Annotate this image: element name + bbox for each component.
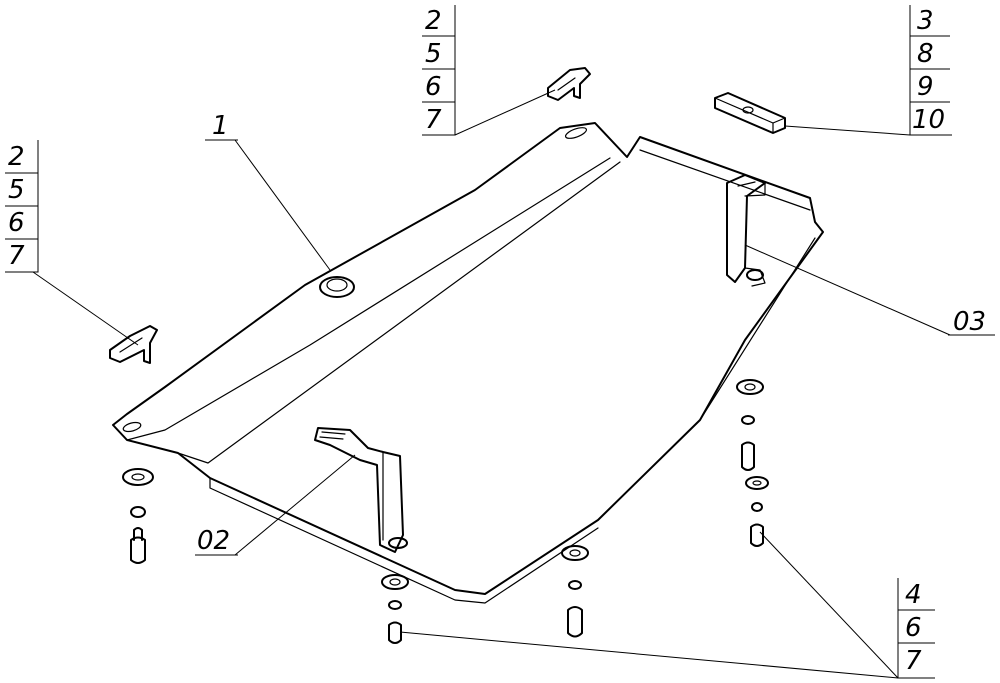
callout-top-left: 2 5 6 7	[5, 140, 39, 273]
plate-top-right	[714, 92, 786, 134]
callout-top-left-1: 5	[8, 175, 25, 205]
callout-top-right-1: 8	[917, 39, 934, 69]
part-1-label: 1	[212, 111, 229, 141]
callout-top-center-0: 2	[425, 6, 442, 36]
callout-top-right-2: 9	[917, 72, 934, 102]
bracket-02	[314, 427, 408, 553]
clip-top-center	[547, 67, 591, 101]
callout-top-left-0: 2	[8, 142, 25, 172]
callout-top-right: 3 8 9 10	[909, 5, 952, 136]
callout-part-1: 1	[205, 111, 238, 141]
callout-bottom-right-2: 7	[905, 646, 922, 676]
bracket-03	[726, 174, 766, 287]
callout-top-right-0: 3	[917, 6, 934, 36]
callout-top-center-1: 5	[425, 39, 442, 69]
leader-lines	[32, 89, 951, 679]
fastener-stack-right	[736, 379, 769, 547]
callout-top-center-2: 6	[425, 72, 442, 102]
boss-nut	[319, 276, 355, 298]
part-03-label: 03	[953, 307, 986, 337]
callout-top-center-3: 7	[425, 105, 442, 135]
clip-left	[109, 325, 158, 364]
callout-top-left-2: 6	[8, 208, 25, 238]
callout-top-center: 2 5 6 7	[422, 5, 456, 136]
fastener-stack-left	[122, 468, 154, 564]
callout-part-02: 02	[195, 526, 238, 556]
skid-plate	[112, 122, 824, 604]
part-02-label: 02	[197, 526, 230, 556]
fastener-stack-front-left	[381, 574, 409, 644]
callout-bottom-right-0: 4	[905, 580, 922, 610]
callout-part-03: 03	[948, 307, 995, 337]
callout-bottom-right: 4 6 7	[897, 578, 935, 679]
callout-bottom-right-1: 6	[905, 613, 922, 643]
fastener-stack-front-center	[561, 545, 589, 638]
callout-top-right-3: 10	[912, 105, 945, 135]
callout-top-left-3: 7	[8, 241, 25, 271]
